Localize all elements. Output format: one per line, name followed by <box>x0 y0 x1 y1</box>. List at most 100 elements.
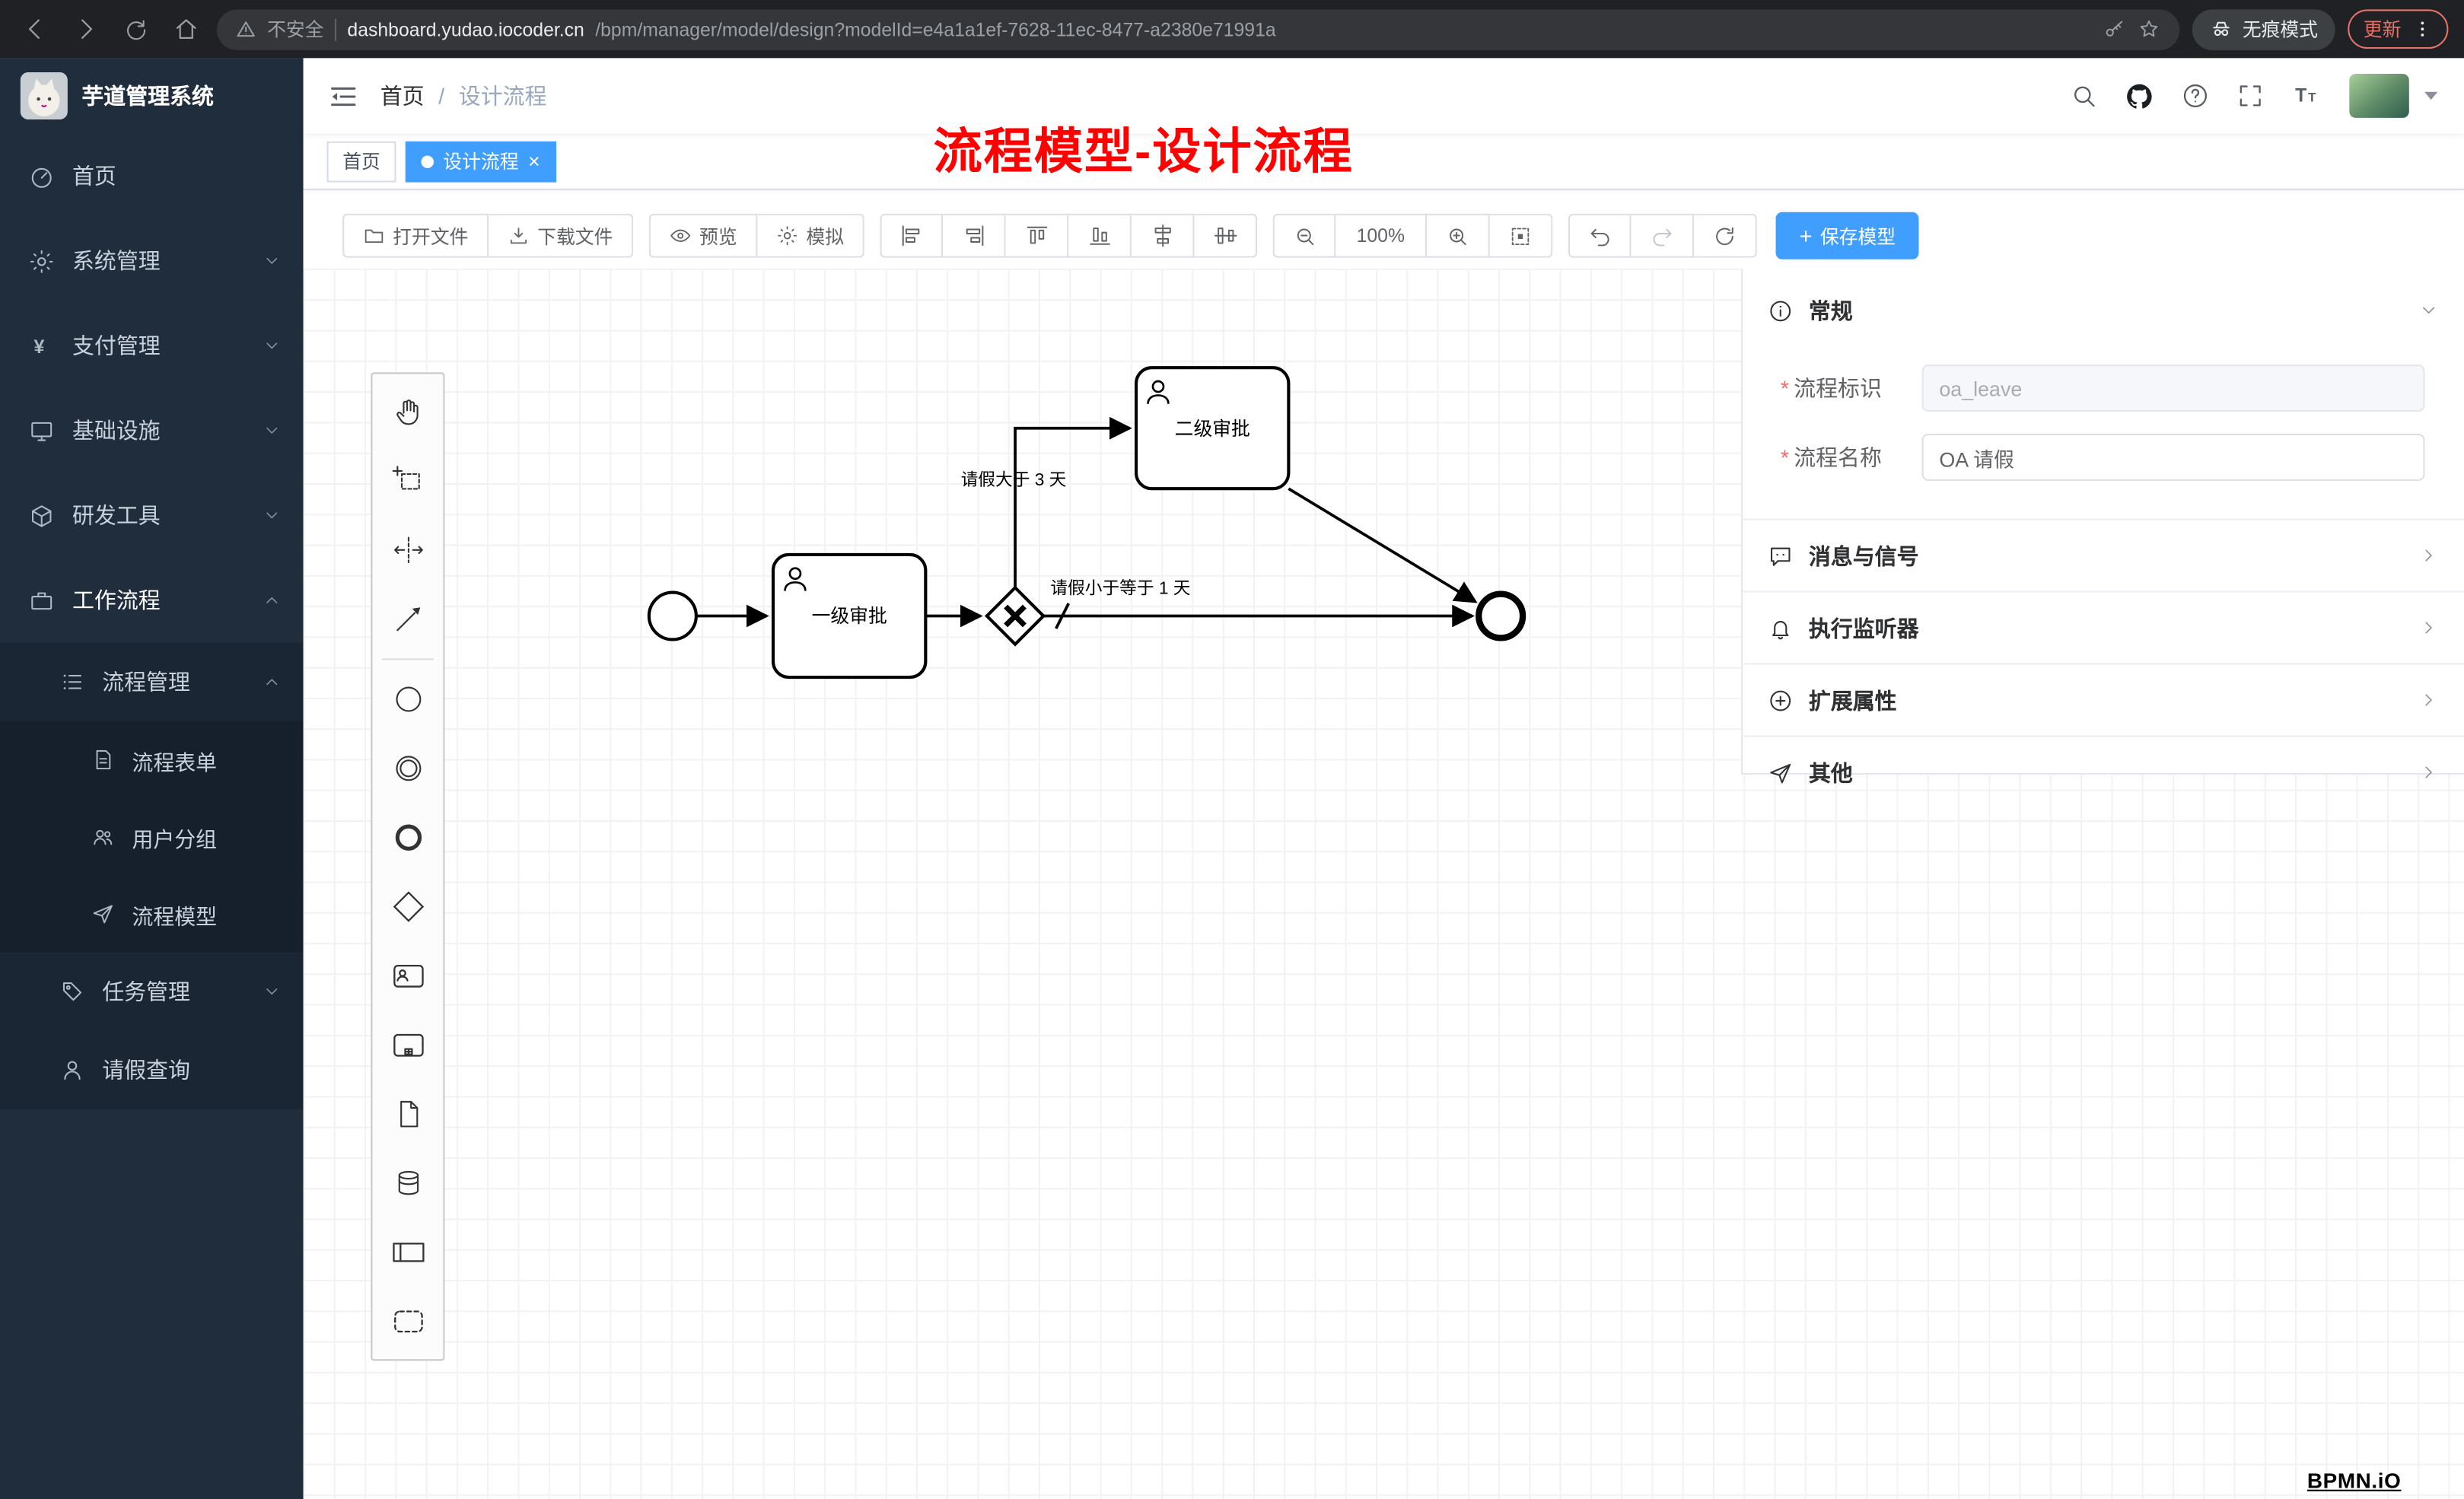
sidebar-item-devtools[interactable]: 研发工具 <box>0 473 304 559</box>
sidebar-item-process-form[interactable]: 流程表单 <box>0 721 304 799</box>
breadcrumb-home[interactable]: 首页 <box>380 83 425 109</box>
bpmn-canvas[interactable]: 请假大于 3 天 请假小于等于 1 天 <box>303 269 2464 1499</box>
designer-content: 打开文件 下载文件 预览 <box>303 189 2464 1499</box>
avatar-caret-icon[interactable] <box>2423 90 2439 103</box>
github-icon[interactable] <box>2125 81 2154 110</box>
zoom-in-button[interactable] <box>1427 213 1490 258</box>
palette-start-event[interactable] <box>372 665 443 734</box>
palette-subprocess[interactable] <box>372 1010 443 1080</box>
browser-menu-icon[interactable] <box>2412 19 2433 40</box>
process-key-input[interactable] <box>1921 364 2425 412</box>
x-marker-icon <box>1004 604 1027 628</box>
sidebar-item-process-management[interactable]: 流程管理 <box>0 643 304 721</box>
sidebar-item-user-group[interactable]: 用户分组 <box>0 798 304 876</box>
align-top-button[interactable] <box>1005 213 1069 258</box>
open-file-button[interactable]: 打开文件 <box>342 213 489 258</box>
align-center-vertical-button[interactable] <box>1194 213 1258 258</box>
palette-pool[interactable] <box>372 1217 443 1287</box>
user-avatar[interactable] <box>2349 74 2409 118</box>
sidebar-item-payment[interactable]: ¥ 支付管理 <box>0 304 304 389</box>
sidebar-item-label: 系统管理 <box>72 248 161 274</box>
eye-icon <box>670 229 691 242</box>
tab-design-process[interactable]: 设计流程 × <box>405 140 556 182</box>
sidebar-item-system[interactable]: 系统管理 <box>0 218 304 304</box>
info-icon <box>1768 298 1793 323</box>
save-model-button[interactable]: + 保存模型 <box>1775 212 1920 259</box>
message-icon <box>1768 543 1793 568</box>
update-button[interactable]: 更新 <box>2348 9 2449 49</box>
forward-button[interactable] <box>66 10 104 48</box>
palette-gateway[interactable] <box>372 872 443 941</box>
section-extended-properties[interactable]: 扩展属性 <box>1743 663 2464 735</box>
chevron-down-icon <box>266 342 278 349</box>
redo-button[interactable] <box>1631 213 1695 258</box>
align-left-button[interactable] <box>880 213 944 258</box>
palette-connection-tool[interactable] <box>372 584 443 654</box>
bpmn-io-logo[interactable]: BPMN.iO <box>2306 1469 2402 1493</box>
palette-lasso-tool[interactable] <box>372 446 443 515</box>
palette-user-task[interactable] <box>372 941 443 1010</box>
fullscreen-icon[interactable] <box>2236 81 2265 110</box>
process-key-label: *流程标识 <box>1780 375 1882 401</box>
zoom-reset-button[interactable] <box>1489 213 1553 258</box>
chevron-down-icon <box>266 512 278 519</box>
palette-intermediate-event[interactable] <box>372 734 443 803</box>
section-general[interactable]: 常规 <box>1743 285 2464 336</box>
palette-file[interactable] <box>372 1080 443 1149</box>
process-name-input[interactable] <box>1921 433 2425 481</box>
url-bar[interactable]: 不安全 dashboard.yudao.iocoder.cn/bpm/manag… <box>216 8 2180 50</box>
simulate-button[interactable]: 模拟 <box>757 213 864 258</box>
start-event-node[interactable] <box>647 590 698 641</box>
breadcrumb-current: 设计流程 <box>458 83 547 109</box>
section-message-signal[interactable]: 消息与信号 <box>1743 518 2464 590</box>
palette-hand-tool[interactable] <box>372 377 443 447</box>
palette-space-tool[interactable] <box>372 515 443 584</box>
palette-data-store[interactable] <box>372 1149 443 1218</box>
exclusive-gateway-node[interactable] <box>984 585 1046 647</box>
sidebar-item-task-management[interactable]: 任务管理 <box>0 952 304 1030</box>
browser-chrome: 不安全 dashboard.yudao.iocoder.cn/bpm/manag… <box>0 0 2464 59</box>
reload-button[interactable] <box>116 10 154 48</box>
sidebar-toggle-icon[interactable] <box>329 81 358 110</box>
edge-label-gt3[interactable]: 请假大于 3 天 <box>961 469 1067 489</box>
app-logo[interactable]: 芋道管理系统 <box>0 58 304 133</box>
back-button[interactable] <box>16 10 54 48</box>
user-task-level1-node[interactable]: 一级审批 <box>771 552 928 679</box>
align-center-horizontal-button[interactable] <box>1132 213 1195 258</box>
section-execution-listener[interactable]: 执行监听器 <box>1743 590 2464 663</box>
palette-end-event[interactable] <box>372 803 443 872</box>
align-right-button[interactable] <box>943 213 1006 258</box>
restart-button[interactable] <box>1694 213 1757 258</box>
sidebar-item-workflow[interactable]: 工作流程 <box>0 558 304 643</box>
edge-label-le1[interactable]: 请假小于等于 1 天 <box>1050 578 1190 598</box>
sequence-flow-task2-to-end[interactable] <box>1288 487 1478 603</box>
search-icon[interactable] <box>2070 81 2098 110</box>
sequence-flow-gateway-to-end[interactable] <box>1043 603 1475 629</box>
sidebar-item-process-model[interactable]: 流程模型 <box>0 875 304 953</box>
tab-close-icon[interactable]: × <box>527 149 540 173</box>
not-secure-icon <box>237 21 255 37</box>
monitor-icon <box>31 421 53 441</box>
tab-home[interactable]: 首页 <box>326 140 396 182</box>
properties-panel: 常规 *流程标识 *流程名称 <box>1741 269 2464 785</box>
preview-button[interactable]: 预览 <box>648 213 758 258</box>
user-task-level2-node[interactable]: 二级审批 <box>1135 366 1291 491</box>
zoom-out-button[interactable] <box>1272 213 1336 258</box>
align-bottom-button[interactable] <box>1068 213 1132 258</box>
help-icon[interactable] <box>2181 81 2209 110</box>
undo-button[interactable] <box>1568 213 1632 258</box>
bookmark-star-icon[interactable] <box>2137 18 2160 41</box>
svg-text:¥: ¥ <box>33 336 44 357</box>
end-event-node[interactable] <box>1476 590 1526 641</box>
sidebar-item-home[interactable]: 首页 <box>0 134 304 219</box>
sequence-flow-gateway-to-task2[interactable] <box>1014 416 1132 588</box>
paper-plane-icon <box>93 905 113 924</box>
section-other[interactable]: 其他 <box>1743 735 2464 807</box>
sidebar-item-leave-query[interactable]: 请假查询 <box>0 1031 304 1109</box>
palette-group[interactable] <box>372 1287 443 1356</box>
password-key-icon[interactable] <box>2103 18 2126 41</box>
sidebar-item-infrastructure[interactable]: 基础设施 <box>0 388 304 473</box>
home-button[interactable] <box>167 10 205 48</box>
download-file-button[interactable]: 下载文件 <box>489 213 634 258</box>
